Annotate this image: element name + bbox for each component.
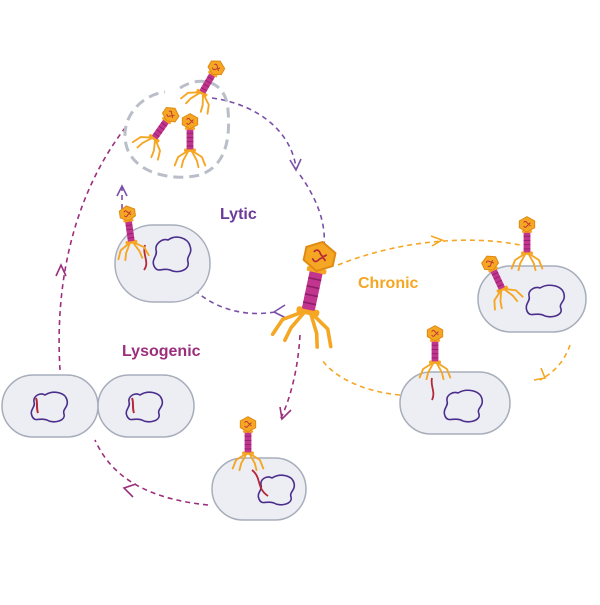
lytic-arrow-phage-to-cell <box>194 289 276 315</box>
lysogenic-arrow-cell-to-dividing <box>94 439 209 506</box>
chronic-attaching-phage <box>418 324 452 381</box>
lysogenic-infected-cell <box>211 457 307 521</box>
chronic-arrow-cell-to-phage <box>321 359 401 396</box>
lytic-arrowhead-release <box>289 158 302 172</box>
lysogenic-arrowhead-down <box>279 406 292 421</box>
lysogenic-arrowhead-up <box>55 263 67 277</box>
lysogenic-cell-host-dna <box>257 474 296 506</box>
burst-cell-outline <box>123 79 231 179</box>
chronic-arrow-phage-to-cell <box>337 239 521 266</box>
released-phage-2 <box>130 98 189 162</box>
chronic-arrowhead-right <box>430 235 444 247</box>
released-phage-3 <box>173 112 207 169</box>
chronic-bottom-cell <box>399 371 511 435</box>
chronic-label: Chronic <box>358 275 419 292</box>
lysogenic-arrow-phage-to-cell <box>279 334 301 421</box>
chronic-bottom-cell-phage-dna <box>430 377 435 401</box>
lysogenic-dividing-cell-left <box>1 374 99 438</box>
lysogenic-label: Lysogenic <box>122 343 201 360</box>
lytic-label: Lytic <box>220 206 257 223</box>
chronic-bottom-cell-host-dna <box>443 389 484 423</box>
central-phage <box>270 233 354 352</box>
lysogenic-arrow-dividing-up <box>58 127 126 371</box>
lytic-arrowhead-phage <box>272 304 287 319</box>
lytic-arrowhead-up <box>116 184 128 197</box>
left-cell-prophage <box>35 397 39 414</box>
left-cell-dna <box>30 391 69 423</box>
chronic-top-cell <box>477 265 587 333</box>
chronic-arrow-cell-down <box>539 344 571 381</box>
chronic-budding-phage-1 <box>510 215 544 272</box>
lysogenic-dividing-cell-right <box>97 374 195 438</box>
lysogenic-cell-phage-dna <box>251 469 269 497</box>
lytic-arrow-to-burst <box>299 174 326 246</box>
lytic-cell-host-dna <box>152 236 192 273</box>
lysogenic-arrowhead-left <box>122 483 137 498</box>
lytic-arrow-release <box>211 97 297 169</box>
right-cell-dna <box>125 391 164 423</box>
right-cell-prophage <box>131 397 135 414</box>
chronic-arrowhead-down <box>533 367 547 381</box>
chronic-top-cell-host-dna <box>525 284 566 318</box>
